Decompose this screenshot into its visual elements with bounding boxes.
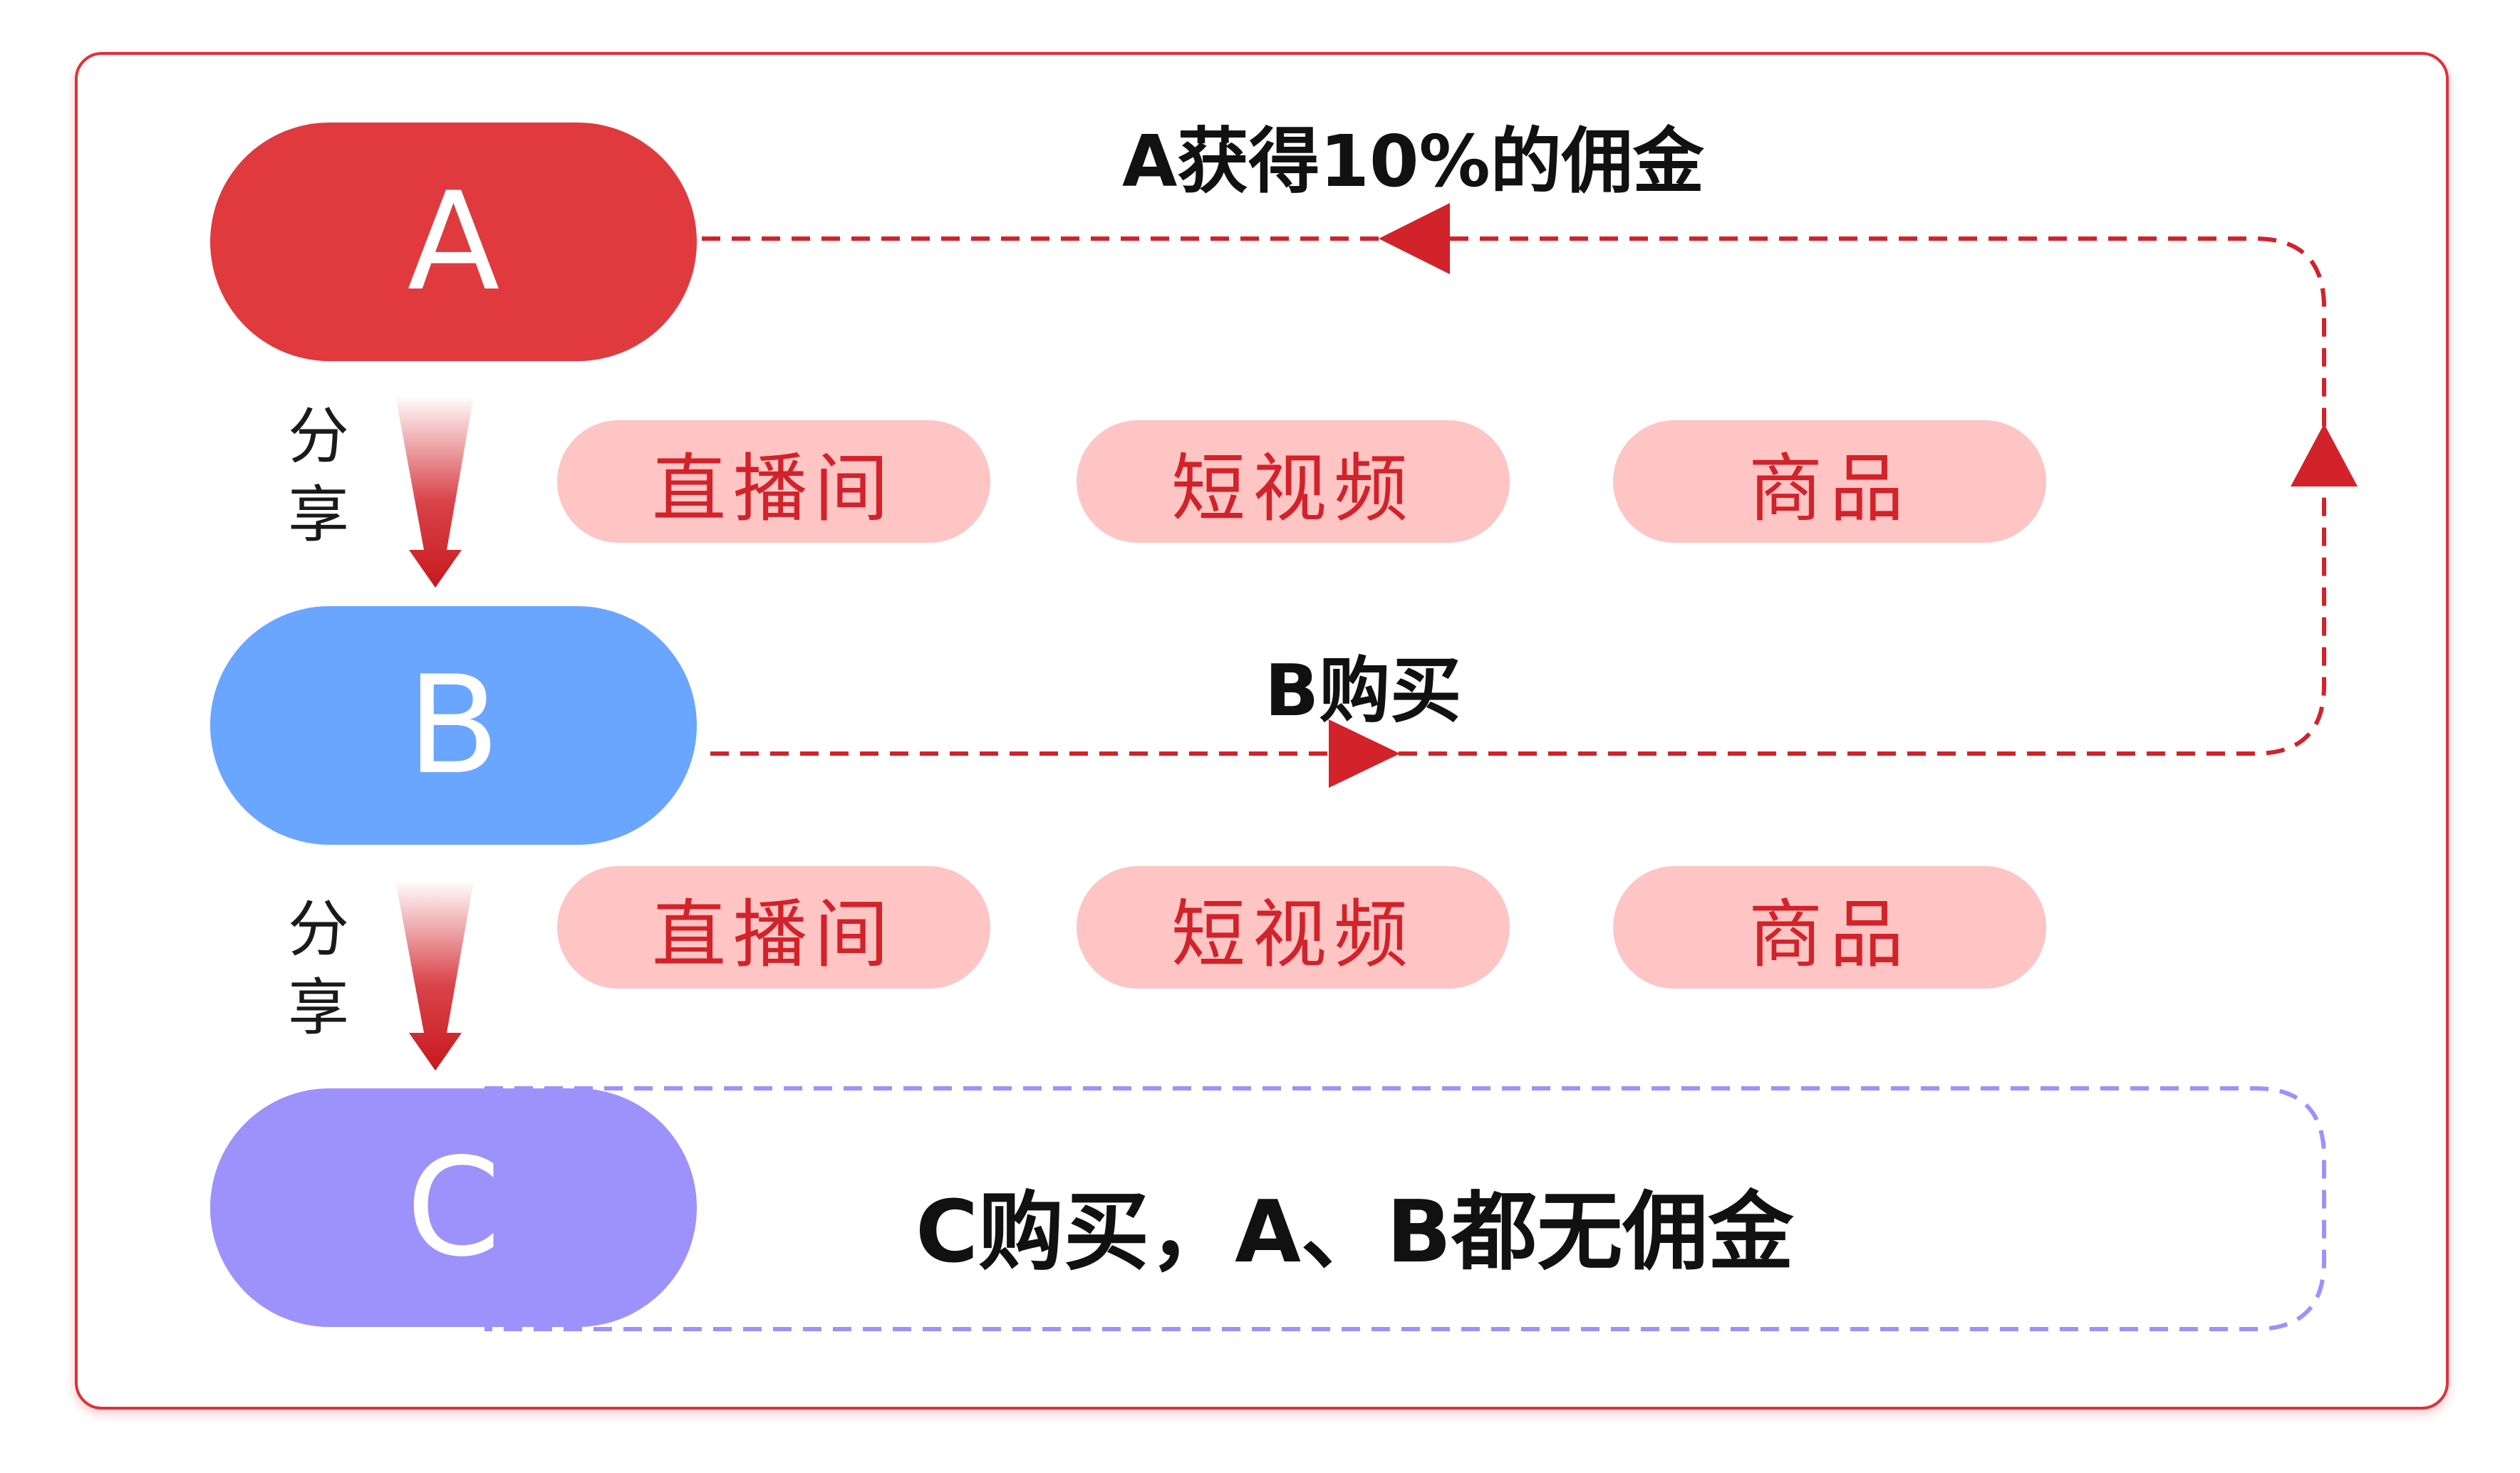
channel-pill-short-video: 短视频 — [1077, 420, 1510, 543]
channel-pill-live-room: 直播间 — [557, 866, 990, 989]
node-a-label: A — [407, 163, 500, 321]
node-c-label: C — [406, 1129, 501, 1286]
arrow-up-icon — [2291, 424, 2358, 486]
channel-pill-product: 商品 — [1613, 420, 2046, 543]
share-label-a-to-b: 分享 — [288, 401, 349, 551]
share-label-b-to-c: 分享 — [288, 894, 349, 1043]
commission-path — [702, 236, 2326, 756]
b-purchase-label: B购买 — [1265, 649, 1462, 732]
arrow-to-a-icon — [1379, 203, 1450, 274]
arrow-b-right-icon — [1329, 719, 1400, 788]
node-a: A — [210, 123, 697, 361]
node-b: B — [210, 606, 697, 845]
share-arrow-a-to-b-icon — [395, 395, 474, 588]
channel-pill-live-room: 直播间 — [557, 420, 990, 543]
no-commission-path — [484, 1086, 2326, 1331]
channel-pill-short-video: 短视频 — [1077, 866, 1510, 989]
share-arrow-b-to-c-icon — [395, 880, 474, 1071]
channel-pill-product: 商品 — [1613, 866, 2046, 989]
c-purchase-label: C购买，A、B都无佣金 — [916, 1183, 1794, 1282]
node-c: C — [210, 1088, 697, 1327]
commission-label: A获得10%的佣金 — [1122, 120, 1704, 203]
node-b-label: B — [407, 647, 500, 804]
diagram-frame — [75, 52, 2449, 1410]
